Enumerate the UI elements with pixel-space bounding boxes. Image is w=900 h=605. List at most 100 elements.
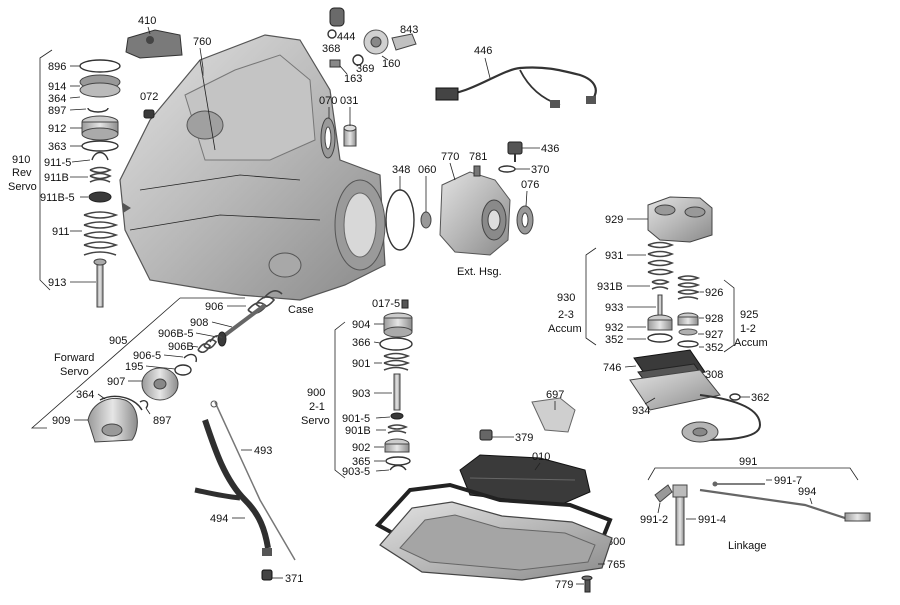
- case-arrow-marker: [123, 203, 131, 213]
- part-991-2: [654, 484, 673, 503]
- callout-906: 906: [205, 301, 223, 313]
- callout-906b-5: 906B-5: [158, 328, 193, 340]
- part-370: [498, 165, 516, 173]
- callout-926: 926: [705, 287, 723, 299]
- part-362: [729, 393, 741, 401]
- callout-697: 697: [546, 389, 564, 401]
- callout-905: 905: [109, 335, 127, 347]
- leader-195: [145, 365, 176, 370]
- callout-911b: 911B: [44, 172, 69, 184]
- leader-770: [449, 162, 456, 181]
- part-913: [93, 258, 107, 308]
- callout-195: 195: [125, 361, 143, 373]
- leader-901-5: [375, 416, 391, 419]
- callout-902: 902: [352, 442, 370, 454]
- part-368: [327, 29, 337, 39]
- part-926: [677, 275, 701, 300]
- part-929: [647, 196, 713, 243]
- callout-781: 781: [469, 151, 487, 163]
- callout-363: 363: [48, 141, 66, 153]
- callout-493: 493: [254, 445, 272, 457]
- callout-994: 994: [798, 486, 816, 498]
- part-781: [473, 165, 481, 177]
- callout-991-7: 991-7: [774, 475, 802, 487]
- transmission-case: [119, 34, 386, 301]
- part-906b-5: [217, 331, 227, 347]
- part-369: [352, 54, 364, 66]
- part-010-filter: [459, 454, 591, 506]
- part-371: [261, 569, 273, 581]
- leader-364-fwd: [97, 393, 106, 400]
- part-494-dipstick-tube: [194, 419, 272, 556]
- rev-servo-line1: Rev: [12, 167, 32, 179]
- callout-436: 436: [541, 143, 559, 155]
- part-160: [363, 29, 389, 55]
- part-901-5: [390, 412, 404, 420]
- leader-906b: [189, 345, 199, 348]
- leader-934: [644, 397, 656, 405]
- callout-770: 770: [441, 151, 459, 163]
- part-163: [329, 59, 341, 68]
- rev-servo-bracket: [39, 49, 53, 291]
- part-363: [81, 140, 119, 152]
- part-446-wiring-harness: [435, 66, 597, 108]
- callout-760: 760: [193, 36, 211, 48]
- servo-21-line1: 2-1: [309, 401, 325, 413]
- part-906-5: [183, 353, 198, 363]
- callout-494: 494: [210, 513, 228, 525]
- leader-991-2: [657, 502, 661, 514]
- servo-21-number: 900: [307, 387, 325, 399]
- callout-410: 410: [138, 15, 156, 27]
- leader-994: [809, 497, 813, 505]
- callout-072: 072: [140, 91, 158, 103]
- callout-076: 076: [521, 179, 539, 191]
- callout-897-rev: 897: [48, 105, 66, 117]
- accum-12-line1: 1-2: [740, 323, 756, 335]
- part-903: [393, 373, 401, 411]
- leader-760: [199, 47, 204, 69]
- servo-21-bracket: [334, 321, 346, 479]
- callout-911: 911: [52, 226, 70, 238]
- callout-901b: 901B: [345, 425, 371, 437]
- part-897-rev: [87, 107, 109, 113]
- part-031: [343, 124, 357, 147]
- linkage-label: Linkage: [728, 540, 767, 552]
- callout-371: 371: [285, 573, 303, 585]
- case-label: Case: [288, 304, 314, 316]
- callout-765: 765: [607, 559, 625, 571]
- servo-21-line2: Servo: [301, 415, 330, 427]
- callout-364-rev: 364: [48, 93, 66, 105]
- callout-364-fwd: 364: [76, 389, 94, 401]
- callout-909: 909: [52, 415, 70, 427]
- leader-163: [339, 65, 348, 75]
- callout-912: 912: [48, 123, 66, 135]
- fwd-servo-line1: Forward: [54, 352, 94, 364]
- part-697: [531, 397, 576, 433]
- callout-746: 746: [603, 362, 621, 374]
- part-911-5: [91, 151, 109, 161]
- part-493-dipstick: [210, 400, 296, 561]
- part-195: [174, 364, 192, 376]
- leader-410: [147, 26, 151, 35]
- leader-364-rev: [69, 96, 81, 99]
- part-906b: [197, 334, 223, 354]
- leader-906-5: [163, 354, 184, 358]
- callout-991: 991: [739, 456, 757, 468]
- part-911: [83, 211, 119, 256]
- leader-911-5: [71, 159, 91, 163]
- part-366: [379, 337, 413, 351]
- part-991-7: [712, 481, 765, 487]
- callout-931b: 931B: [597, 281, 623, 293]
- accum-23-line2: Accum: [548, 323, 582, 335]
- callout-928: 928: [705, 313, 723, 325]
- part-931: [647, 241, 675, 276]
- leader-010: [534, 462, 541, 471]
- leader-366: [373, 341, 381, 344]
- linkage-bracket: [647, 467, 859, 481]
- part-934: [629, 369, 762, 443]
- leader-076: [525, 190, 528, 207]
- part-928: [677, 312, 699, 326]
- callout-896: 896: [48, 61, 66, 73]
- part-843: [391, 33, 417, 51]
